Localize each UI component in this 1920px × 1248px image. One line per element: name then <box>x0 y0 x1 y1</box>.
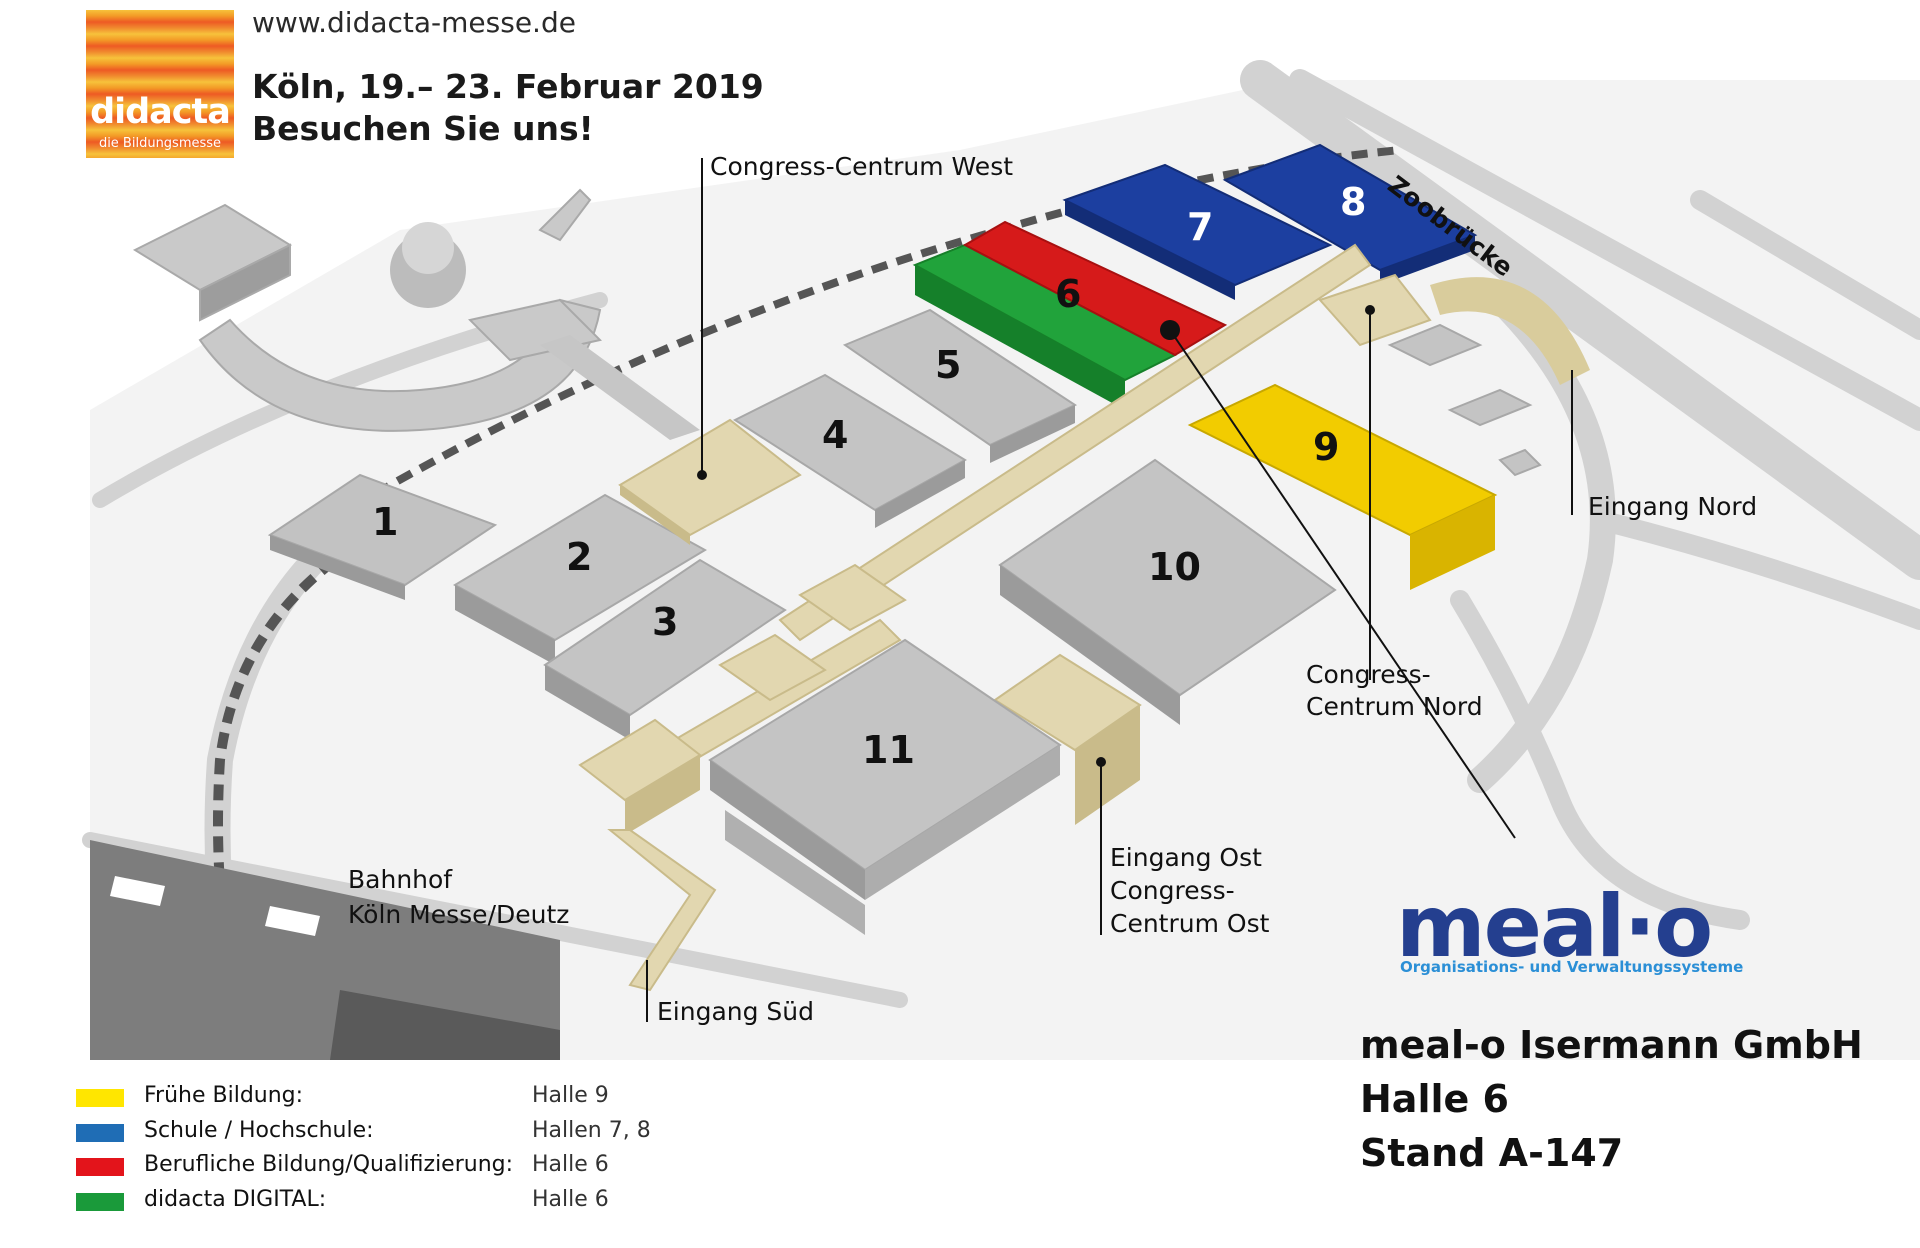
walkway-spine <box>778 243 1372 642</box>
eingang-sued-shape <box>578 718 717 992</box>
didacta-logo-subline: die Bildungsmesse <box>98 136 222 151</box>
walkway-junctions <box>718 563 907 702</box>
didacta-logo: didacta die Bildungsmesse <box>86 10 234 158</box>
legend-hall-schule-hochschule: Hallen 7, 8 <box>532 1118 651 1143</box>
congress-west-shape <box>618 418 802 545</box>
header-visit: Besuchen Sie uns! <box>252 109 594 148</box>
hall-1-number: 1 <box>372 500 399 544</box>
header-url: www.didacta-messe.de <box>252 6 576 39</box>
hall-2-shape <box>452 493 708 665</box>
legend-swatch-schule-hochschule <box>76 1124 124 1142</box>
legend-name-schule-hochschule: Schule / Hochschule: <box>144 1118 374 1143</box>
hall-3-shape <box>543 558 787 740</box>
hall-8-shape <box>1222 143 1478 285</box>
hall-3-number: 3 <box>652 600 679 644</box>
label-bahnhof-line1: Bahnhof <box>348 865 453 894</box>
hall-10-shape <box>998 458 1337 725</box>
label-congress-nord-line2: Centrum Nord <box>1306 692 1483 721</box>
legend-swatch-didacta-digital <box>76 1193 124 1211</box>
didacta-logo-stripes <box>86 10 234 158</box>
legend-hall-fruehe-bildung: Halle 9 <box>532 1083 609 1108</box>
station-tracks <box>90 840 560 1060</box>
mealo-logo-subline: Organisations- und Verwaltungssysteme <box>1400 958 1744 976</box>
didacta-logo-word: didacta <box>90 92 231 132</box>
nord-side-buildings <box>1387 323 1542 477</box>
label-eingang-ost-line2: Congress- <box>1110 876 1235 905</box>
legend-name-fruehe-bildung: Frühe Bildung: <box>144 1083 304 1108</box>
hall-7-shape <box>1062 163 1333 300</box>
hall-1-shape <box>267 473 498 600</box>
leader-lines <box>646 158 1573 1022</box>
leader-dots <box>697 305 1375 767</box>
connector-west <box>540 335 700 440</box>
mealo-logo-word: meal·o <box>1396 877 1713 977</box>
company-stand: Stand A-147 <box>1360 1131 1624 1175</box>
station-building <box>330 990 560 1060</box>
hall-8-number: 8 <box>1340 180 1367 224</box>
hall-6-number: 6 <box>1055 272 1082 316</box>
legend-hall-didacta-digital: Halle 6 <box>532 1187 609 1212</box>
hall-11-number: 11 <box>862 728 915 772</box>
label-eingang-nord: Eingang Nord <box>1588 492 1758 521</box>
hall-5-shape <box>842 308 1078 463</box>
roads <box>82 60 1920 1053</box>
hall-10-number: 10 <box>1148 545 1201 589</box>
label-eingang-ost-line3: Centrum Ost <box>1110 909 1270 938</box>
company-hall: Halle 6 <box>1360 1077 1509 1121</box>
header-date: Köln, 19.– 23. Februar 2019 <box>252 67 764 106</box>
hall-11-shape <box>708 638 1062 935</box>
eingang-ost-shape <box>993 653 1142 825</box>
company-name: meal-o Isermann GmbH <box>1360 1023 1863 1067</box>
label-congress-west: Congress-Centrum West <box>710 152 1014 181</box>
hall-9-number: 9 <box>1313 425 1340 469</box>
label-congress-nord-line1: Congress- <box>1306 660 1431 689</box>
legend-swatch-fruehe-bildung <box>76 1089 124 1107</box>
hall-2-number: 2 <box>566 535 593 579</box>
legend-name-berufliche-bildung: Berufliche Bildung/Qualifizierung: <box>144 1152 514 1177</box>
track-markings <box>110 876 320 936</box>
legend-swatch-berufliche-bildung <box>76 1158 124 1176</box>
legend-hall-berufliche-bildung: Halle 6 <box>532 1152 609 1177</box>
hall-4-shape <box>732 373 967 528</box>
hall-6-shape <box>912 220 1228 410</box>
label-bahnhof-line2: Köln Messe/Deutz <box>348 900 570 929</box>
stand-marker-dot <box>1160 320 1180 340</box>
label-eingang-ost-line1: Eingang Ost <box>1110 843 1262 872</box>
star-tent-top <box>402 222 454 274</box>
hall-9-shape <box>1187 383 1498 590</box>
hall-7-number: 7 <box>1187 205 1214 249</box>
hall-5-number: 5 <box>935 343 962 387</box>
hall-4-number: 4 <box>822 413 849 457</box>
label-eingang-sued: Eingang Süd <box>657 997 815 1026</box>
legend-name-didacta-digital: didacta DIGITAL: <box>144 1187 327 1212</box>
